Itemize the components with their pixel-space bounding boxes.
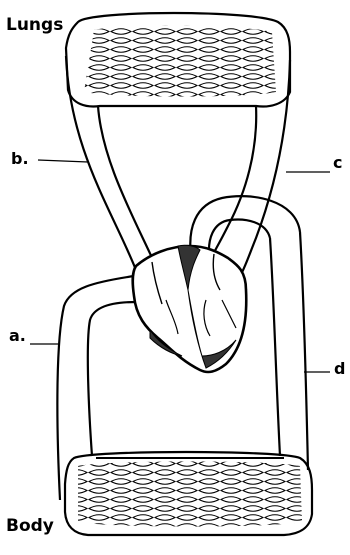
vessel-d (270, 232, 308, 470)
leader-line-b (38, 160, 88, 162)
label-c: c (333, 155, 342, 171)
lung-capillary-bed (66, 13, 290, 106)
body-capillary-bed (65, 452, 312, 535)
body-label: Body (6, 518, 54, 535)
label-d: d (334, 361, 345, 377)
lungs-label: Lungs (6, 17, 63, 34)
label-a: a. (9, 328, 26, 344)
heart (133, 245, 247, 372)
label-b: b. (11, 151, 29, 167)
